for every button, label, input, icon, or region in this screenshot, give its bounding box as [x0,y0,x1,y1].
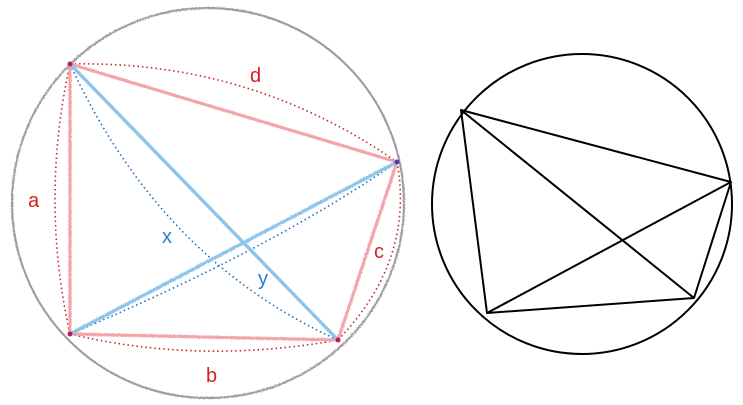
clean-circumcircle [431,53,733,355]
diagonal-y [68,160,399,336]
label-x: x [162,226,172,248]
diagonal-x [68,62,340,342]
side-b [68,332,340,342]
label-a: a [28,190,40,212]
label-d: d [250,65,261,87]
clean-quadrilateral [460,109,732,314]
vertex-bottom-right [335,337,341,343]
vertex-right [394,159,400,165]
label-y: y [258,268,268,290]
side-c [336,160,399,342]
sketch-circumcircle [10,6,406,400]
label-c: c [374,241,384,263]
arc-side-c [337,161,402,341]
side-d [68,62,399,164]
vertex-bottom-left [67,331,73,337]
arc-side-a [54,63,71,335]
arc-side-b [69,333,339,352]
right-clean-figure [431,53,733,355]
label-b: b [206,365,217,387]
vertex-top-left [67,61,73,67]
clean-diagonal-1 [460,109,695,299]
left-sketch-figure: a b c d x y [10,6,406,400]
clean-diagonal-2 [486,181,732,314]
